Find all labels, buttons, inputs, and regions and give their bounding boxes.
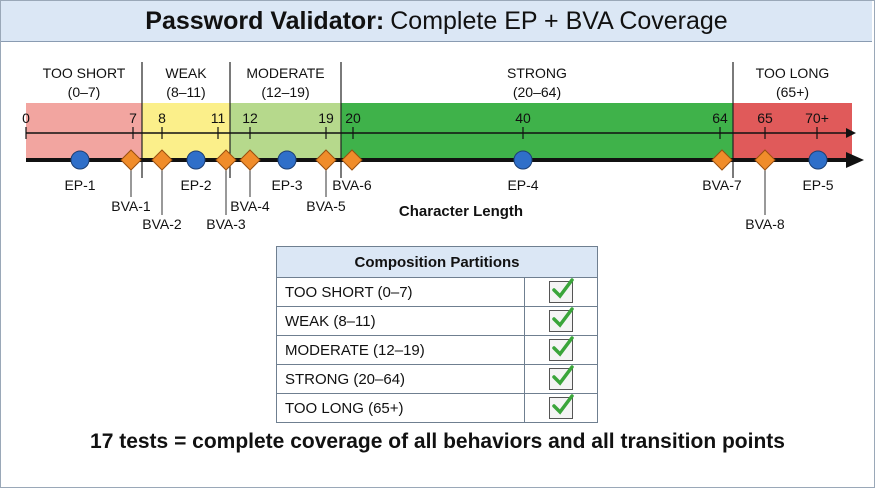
ep-point-label: EP-2 <box>180 177 211 193</box>
bva-point-label: BVA-7 <box>702 177 742 193</box>
partition-band <box>341 103 733 160</box>
partition-range: (65+) <box>776 84 809 100</box>
ep-point-label: EP-1 <box>64 177 95 193</box>
row-label: STRONG (20–64) <box>276 364 525 394</box>
table-header: Composition Partitions <box>276 246 598 278</box>
bva-point-marker <box>215 149 237 171</box>
bva-point-marker <box>711 149 733 171</box>
table-row: TOO SHORT (0–7) <box>276 277 598 307</box>
bva-point-marker <box>239 149 261 171</box>
check-cell <box>524 335 598 365</box>
footer-summary: 17 tests = complete coverage of all beha… <box>90 430 785 453</box>
partition-range: (8–11) <box>166 84 205 100</box>
title-bar: Password Validator: Complete EP + BVA Co… <box>1 1 872 42</box>
ep-point-marker <box>513 150 533 170</box>
row-label: TOO LONG (65+) <box>276 393 525 423</box>
axis-tick-label: 11 <box>211 110 226 126</box>
table-row: MODERATE (12–19) <box>276 335 598 365</box>
scale-axis-arrow <box>846 128 856 138</box>
axis-tick-label: 0 <box>22 110 30 126</box>
ep-point-label: EP-4 <box>507 177 538 193</box>
axis-tick-label: 65 <box>757 110 773 126</box>
ep-point-marker <box>277 150 297 170</box>
row-label: MODERATE (12–19) <box>276 335 525 365</box>
table-row: TOO LONG (65+) <box>276 393 598 423</box>
table-row: STRONG (20–64) <box>276 364 598 394</box>
checkbox-checked-icon <box>549 336 574 361</box>
bva-point-marker <box>120 149 142 171</box>
ep-point-label: EP-3 <box>271 177 302 193</box>
main-axis-arrow <box>846 152 864 168</box>
ep-point-marker <box>70 150 90 170</box>
axis-tick-label: 40 <box>515 110 531 126</box>
bva-point-label: BVA-1 <box>111 198 151 214</box>
bva-point-label: BVA-8 <box>745 216 785 232</box>
checkbox-checked-icon <box>549 365 574 390</box>
partition-range: (12–19) <box>261 84 309 100</box>
bva-point-label: BVA-2 <box>142 216 182 232</box>
bva-point-marker <box>341 149 363 171</box>
axis-tick-label: 70+ <box>805 110 829 126</box>
partition-name: WEAK <box>165 65 207 81</box>
title-rest: Complete EP + BVA Coverage <box>390 6 728 35</box>
checkbox-checked-icon <box>549 307 574 332</box>
check-cell <box>524 393 598 423</box>
checkbox-checked-icon <box>549 394 574 419</box>
ep-point-marker <box>186 150 206 170</box>
check-cell <box>524 364 598 394</box>
partition-diagram: TOO SHORT (0–7) WEAK (8–11) MODERATE (12–19) S… <box>22 62 864 232</box>
check-cell <box>524 277 598 307</box>
partition-name: TOO SHORT <box>43 65 126 81</box>
ep-point-marker <box>808 150 828 170</box>
partition-name: MODERATE <box>246 65 324 81</box>
axis-tick-label: 12 <box>242 110 258 126</box>
bva-point-marker <box>151 149 173 171</box>
row-label: WEAK (8–11) <box>276 306 525 336</box>
title-bold: Password Validator: <box>145 6 385 35</box>
partition-name: TOO LONG <box>756 65 830 81</box>
axis-tick-label: 8 <box>158 110 166 126</box>
partition-name: STRONG <box>507 65 567 81</box>
partition-range: (20–64) <box>513 84 561 100</box>
table-row: WEAK (8–11) <box>276 306 598 336</box>
partition-band <box>230 103 341 160</box>
bva-point-label: BVA-3 <box>206 216 246 232</box>
checkbox-checked-icon <box>549 278 574 303</box>
axis-title: Character Length <box>399 203 523 220</box>
row-label: TOO SHORT (0–7) <box>276 277 525 307</box>
axis-tick-label: 7 <box>129 110 137 126</box>
bva-point-marker <box>315 149 337 171</box>
check-cell <box>524 306 598 336</box>
axis-tick-label: 20 <box>345 110 361 126</box>
bva-point-marker <box>754 149 776 171</box>
partition-range: (0–7) <box>68 84 101 100</box>
partition-band <box>733 103 852 160</box>
axis-tick-label: 19 <box>318 110 334 126</box>
axis-tick-label: 64 <box>712 110 728 126</box>
composition-partitions-table: Composition Partitions TOO SHORT (0–7) W… <box>276 246 598 423</box>
bva-point-label: BVA-5 <box>306 198 346 214</box>
partition-band <box>142 103 230 160</box>
bva-point-label: BVA-6 <box>332 177 372 193</box>
ep-point-label: EP-5 <box>802 177 833 193</box>
partition-band <box>26 103 142 160</box>
bva-point-label: BVA-4 <box>230 198 270 214</box>
